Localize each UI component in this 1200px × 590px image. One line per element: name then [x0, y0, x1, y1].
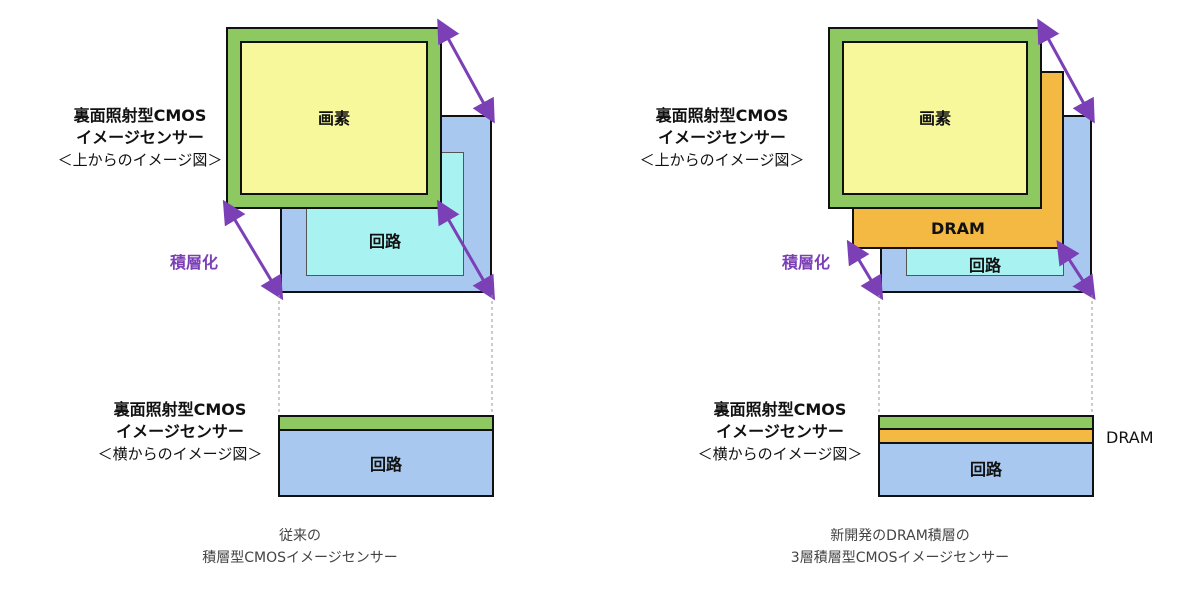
right-side-label-line1: 裏面照射型CMOS	[713, 400, 847, 419]
left-side-label: 裏面照射型CMOS イメージセンサー ＜横からのイメージ図＞	[80, 399, 280, 465]
right-side-circuit-layer	[878, 442, 1094, 497]
left-pixel-inner	[240, 41, 428, 195]
right-stack-label: 積層化	[782, 253, 831, 272]
right-top-label-line3: ＜上からのイメージ図＞	[639, 151, 805, 169]
right-pixel-label: 画素	[918, 109, 951, 128]
left-circuit-label: 回路	[368, 232, 401, 251]
right-caption-line2: 3層積層型CMOSイメージセンサー	[790, 550, 1010, 566]
right-side-label: 裏面照射型CMOS イメージセンサー ＜横からのイメージ図＞	[680, 399, 880, 465]
right-caption-line1: 新開発のDRAM積層の	[830, 528, 970, 544]
left-side-label-line1: 裏面照射型CMOS	[113, 400, 247, 419]
left-arrow-bottom-left	[222, 199, 284, 301]
left-stack-label: 積層化	[170, 253, 219, 272]
right-dram-label: DRAM	[931, 218, 985, 238]
right-top-label-line2: イメージセンサー	[658, 128, 786, 147]
right-top-label: 裏面照射型CMOS イメージセンサー ＜上からのイメージ図＞	[622, 105, 822, 171]
right-top-label-line1: 裏面照射型CMOS	[655, 106, 789, 125]
right-side-label-line3: ＜横からのイメージ図＞	[697, 445, 863, 463]
right-side-dram-label: DRAM	[1106, 428, 1154, 447]
left-top-label: 裏面照射型CMOS イメージセンサー ＜上からのイメージ図＞	[40, 105, 240, 171]
left-caption-line2: 積層型CMOSイメージセンサー	[202, 550, 398, 566]
left-side-label-line3: ＜横からのイメージ図＞	[97, 445, 263, 463]
left-top-label-line1: 裏面照射型CMOS	[73, 106, 207, 125]
left-side-circuit-label: 回路	[369, 455, 402, 474]
left-side-label-line2: イメージセンサー	[116, 422, 244, 441]
left-top-label-line2: イメージセンサー	[76, 128, 204, 147]
right-side-circuit-label: 回路	[969, 460, 1002, 479]
right-circuit-label: 回路	[968, 256, 1001, 275]
left-top-label-line3: ＜上からのイメージ図＞	[57, 151, 223, 169]
left-caption: 従来の 積層型CMOSイメージセンサー	[150, 525, 450, 569]
right-pixel-inner	[842, 41, 1028, 195]
left-pixel-label: 画素	[317, 109, 350, 128]
right-caption: 新開発のDRAM積層の 3層積層型CMOSイメージセンサー	[750, 525, 1050, 569]
left-arrow-top	[437, 18, 495, 124]
right-side-label-line2: イメージセンサー	[716, 422, 844, 441]
left-side-circuit-layer	[278, 429, 494, 497]
right-arrow-bottom-left	[846, 239, 884, 301]
left-caption-line1: 従来の	[279, 528, 321, 544]
